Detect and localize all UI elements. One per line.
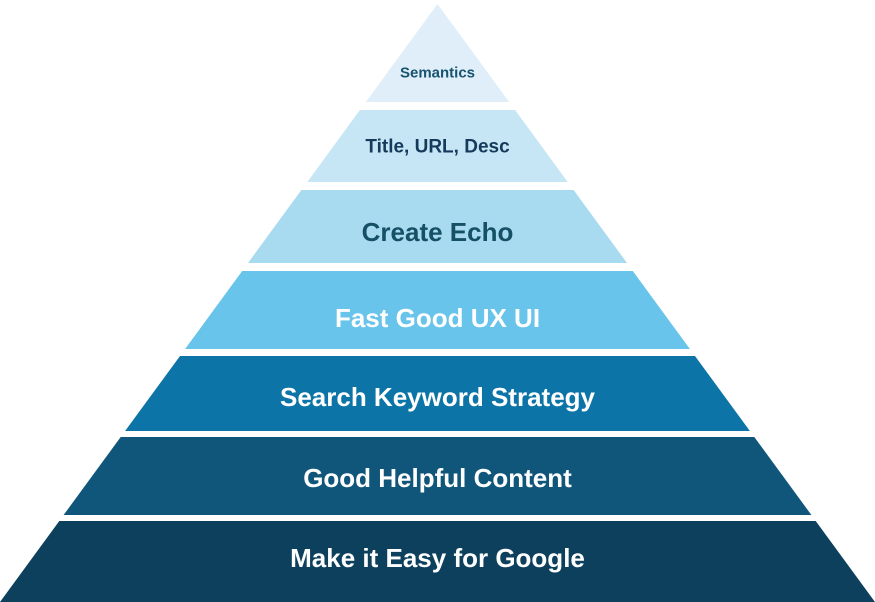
- pyramid-layer-4-label: Fast Good UX UI: [335, 303, 540, 333]
- pyramid-layer-1: [365, 4, 510, 102]
- pyramid-layer-6: [63, 437, 812, 515]
- pyramid-layer-3-label: Create Echo: [362, 217, 514, 247]
- pyramid-layer-7-label: Make it Easy for Google: [290, 543, 585, 573]
- pyramid-layer-3: [248, 190, 627, 263]
- pyramid-layer-5-label: Search Keyword Strategy: [280, 382, 596, 412]
- pyramid-layer-1-label: Semantics: [400, 64, 475, 81]
- pyramid-layer-2: [307, 110, 568, 182]
- pyramid-layer-2-label: Title, URL, Desc: [365, 137, 510, 158]
- pyramid-layer-4: [185, 271, 690, 349]
- pyramid-layer-6-label: Good Helpful Content: [303, 463, 572, 493]
- pyramid-layer-5: [125, 356, 750, 431]
- pyramid-layer-7: [0, 521, 875, 602]
